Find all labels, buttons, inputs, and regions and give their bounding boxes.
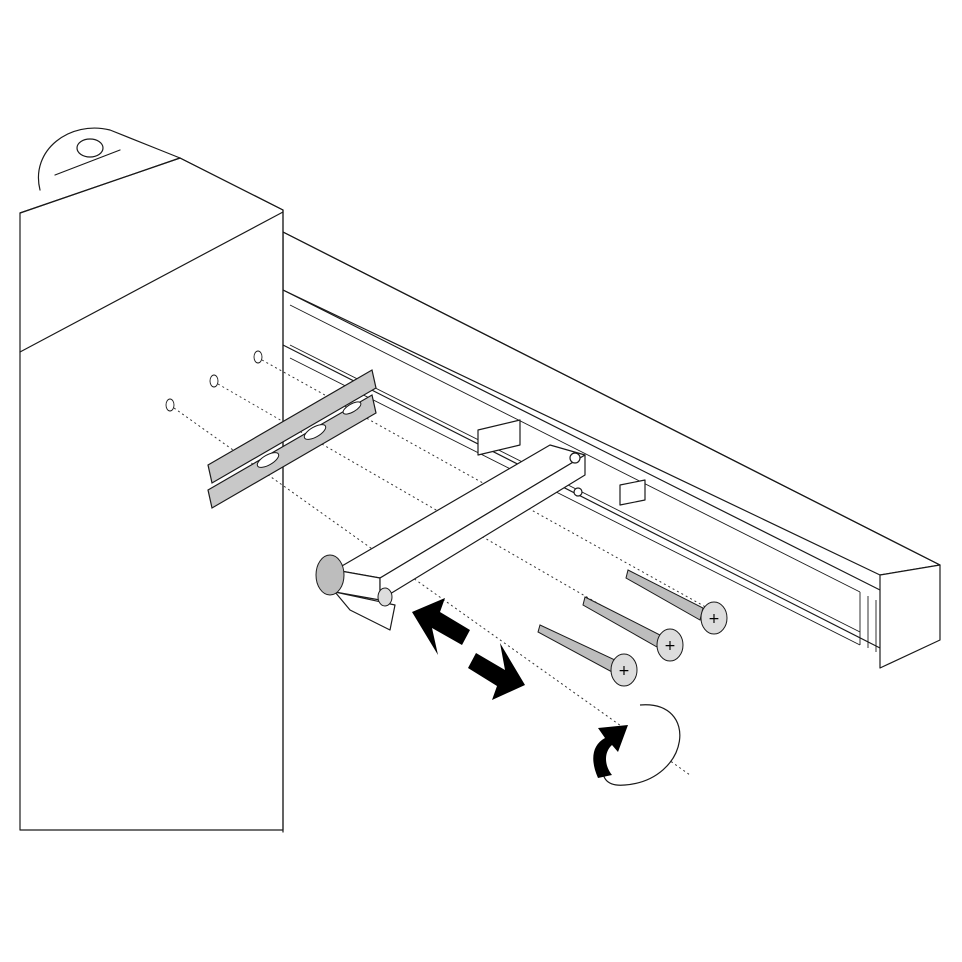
closer-end-cap [879,564,941,669]
screw: + [582,596,684,662]
hole [209,374,219,388]
screw: + [625,569,728,635]
arm-roller [315,554,345,596]
phillips-head-icon: + [708,611,720,627]
door-frame [19,127,284,833]
phillips-head-icon: + [618,663,630,679]
screw: + [537,624,638,687]
mounting-plate [207,369,377,509]
closer-arm [315,444,586,631]
hole [253,350,263,364]
hole [165,398,175,412]
door-closer-rail [282,231,941,669]
screws: + + + [537,569,728,687]
hinge-pin [76,138,104,158]
slide-adjust-arrow-icon [412,598,525,700]
phillips-head-icon: + [664,638,676,654]
rotate-clockwise-icon [593,704,681,786]
